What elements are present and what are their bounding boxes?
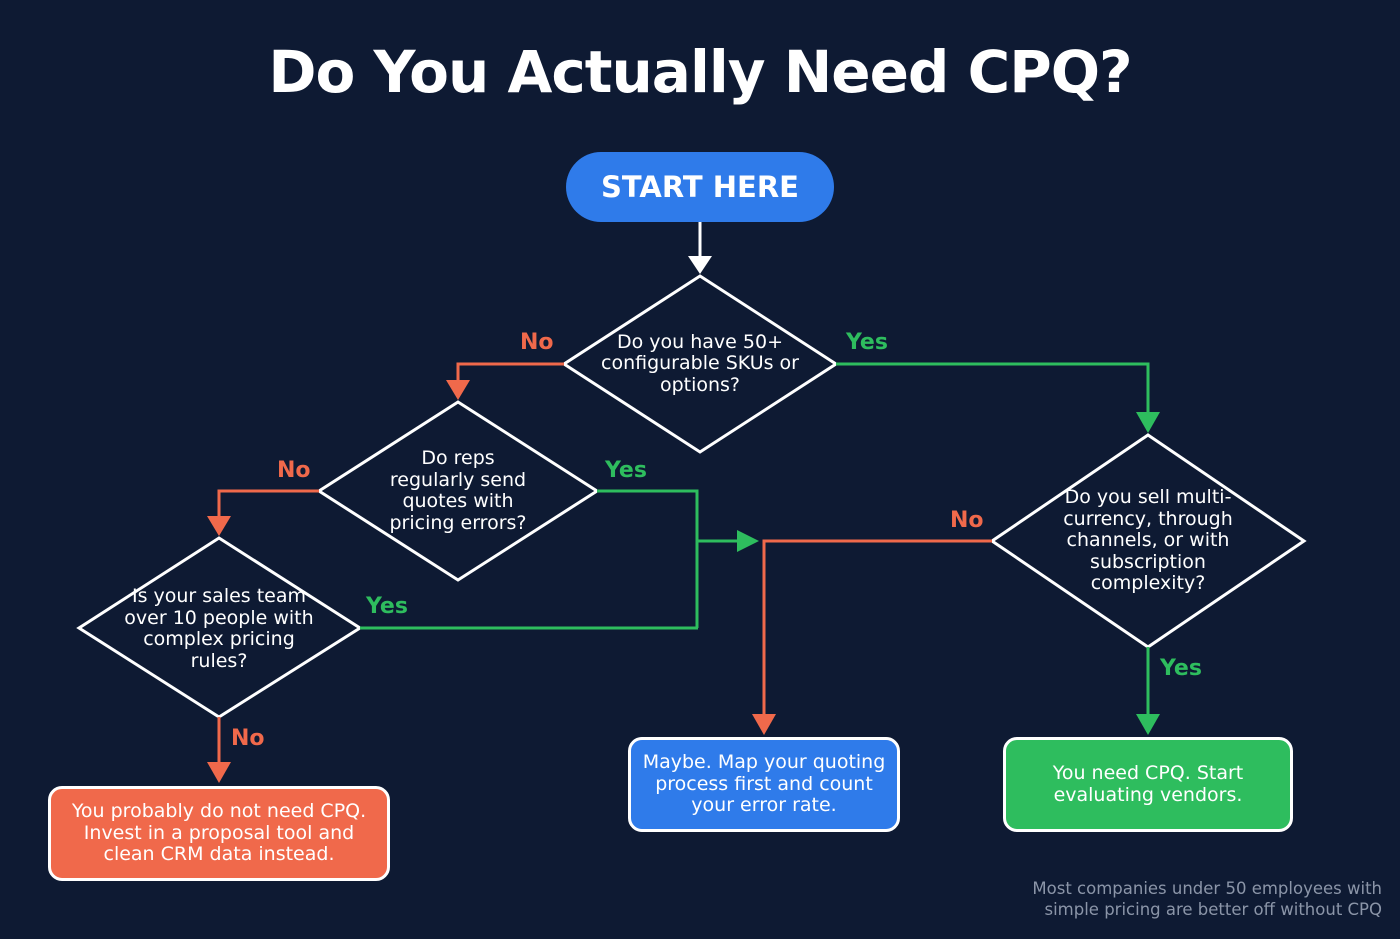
outcome-maybe: Maybe. Map your quoting process first an… (628, 737, 900, 832)
arrow-q1-no (446, 362, 564, 400)
decision-q4-text: Do you sell multi-currency, through chan… (1063, 486, 1233, 595)
label-q4-yes: Yes (1160, 656, 1202, 681)
arrow-q2-no (207, 489, 319, 536)
decision-q1-text: Do you have 50+ configurable SKUs or opt… (601, 330, 799, 396)
start-here-node: START HERE (566, 152, 834, 222)
label-q2-yes: Yes (605, 458, 647, 483)
arrow-q4-no (752, 539, 992, 735)
page-title: Do You Actually Need CPQ? (268, 38, 1132, 106)
decision-diamond-q1 (561, 274, 839, 454)
arrow-start-to-q1 (688, 222, 712, 274)
label-q3-no: No (231, 726, 265, 751)
label-q2-no: No (277, 458, 311, 483)
decision-q2-text: Do reps regularly send quotes with prici… (389, 447, 527, 534)
footnote: Most companies under 50 employees with s… (1032, 879, 1382, 919)
label-q1-yes: Yes (846, 330, 888, 355)
decision-q3-text: Is your sales team over 10 people with c… (124, 585, 314, 672)
arrow-q1-yes (836, 362, 1160, 433)
decision-diamond-q2 (316, 400, 600, 582)
label-q4-no: No (950, 508, 984, 533)
arrow-q2-yes (597, 489, 759, 628)
outcome-no-cpq: You probably do not need CPQ. Invest in … (48, 786, 390, 881)
label-q3-yes: Yes (366, 594, 408, 619)
arrow-q4-yes (1136, 647, 1160, 735)
outcome-need-cpq: You need CPQ. Start evaluating vendors. (1003, 737, 1293, 832)
label-q1-no: No (520, 330, 554, 355)
arrow-q3-no (207, 717, 231, 783)
